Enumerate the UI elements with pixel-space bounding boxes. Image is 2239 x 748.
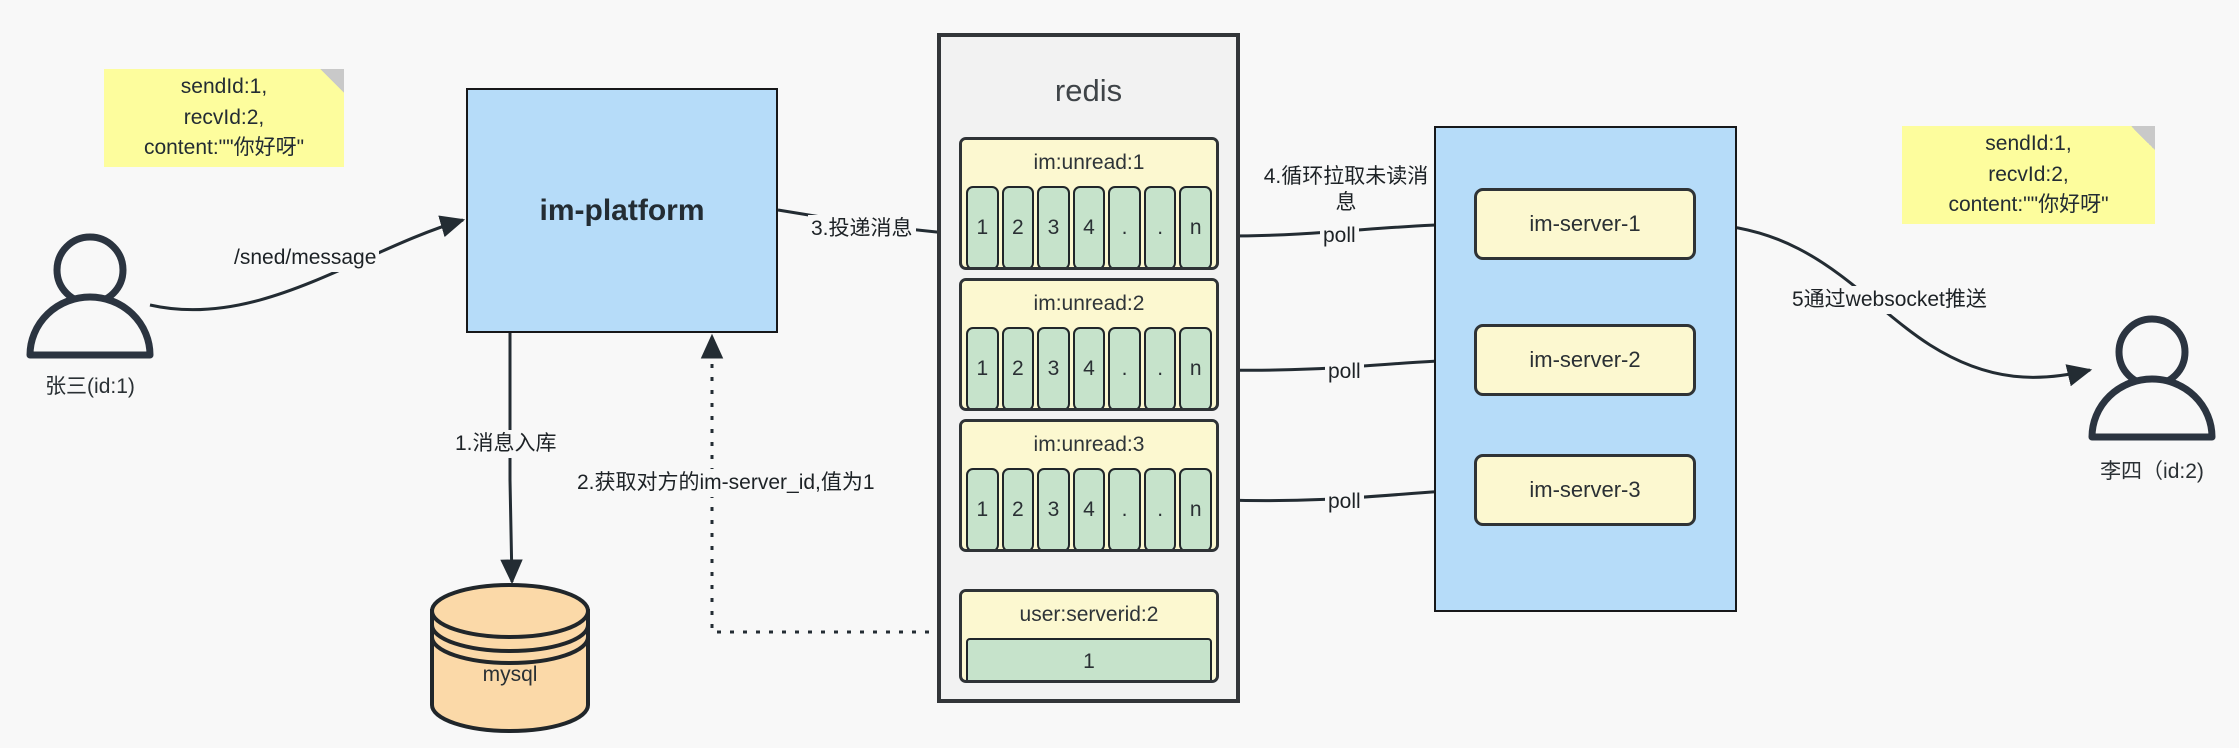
- redis-cell[interactable]: .: [1108, 327, 1141, 408]
- redis-cell[interactable]: 1: [966, 186, 999, 267]
- redis-cell[interactable]: 2: [1001, 186, 1035, 267]
- redis-cell[interactable]: n: [1179, 468, 1213, 549]
- mysql-cylinder-icon[interactable]: [430, 583, 590, 733]
- note-left-line1: sendId:1,: [180, 75, 268, 99]
- redis-cell[interactable]: n: [1179, 186, 1213, 267]
- im-server-1-label: im-server-1: [1529, 211, 1641, 236]
- edge-label-step4: 4.循环拉取未读消息: [1258, 163, 1434, 218]
- redis-cell[interactable]: 3: [1037, 186, 1070, 267]
- note-fold-icon: [2131, 126, 2155, 150]
- redis-key-group-0[interactable]: im:unread:1 1 2 3 4 . . n: [959, 137, 1219, 270]
- sender-label: 张三(id:1): [45, 375, 135, 398]
- redis-cell[interactable]: 4: [1072, 468, 1106, 549]
- edge-sender-to-platform: [149, 215, 466, 312]
- note-right-line2: recvId:2,: [1988, 162, 2069, 186]
- edge-label-step5: 5通过websocket推送: [1789, 286, 1990, 315]
- edge-label-poll-2: poll: [1325, 358, 1364, 387]
- redis-cell[interactable]: .: [1108, 186, 1141, 267]
- note-right: sendId:1, recvId:2, content:""你好呀": [1902, 126, 2155, 224]
- im-server-3-label: im-server-3: [1529, 477, 1641, 502]
- redis-key-name: im:unread:2: [962, 281, 1216, 327]
- edge-label-step3: 3.投递消息: [808, 215, 916, 244]
- redis-cell[interactable]: .: [1143, 186, 1177, 267]
- redis-key-group-serverid[interactable]: user:serverid:2 1: [959, 589, 1219, 683]
- redis-cell[interactable]: 2: [1001, 468, 1035, 549]
- im-server-2-box[interactable]: im-server-2: [1474, 324, 1696, 396]
- edge-label-send-message: /sned/message: [231, 244, 380, 273]
- redis-cell[interactable]: .: [1143, 327, 1177, 408]
- receiver-person-icon: [2088, 315, 2216, 441]
- note-right-line3: content:""你好呀": [1948, 193, 2109, 217]
- edge-server1-to-receiver: [1689, 222, 2093, 387]
- redis-cell[interactable]: n: [1179, 327, 1213, 408]
- note-right-line1: sendId:1,: [1985, 132, 2072, 156]
- im-server-1-box[interactable]: im-server-1: [1474, 188, 1696, 260]
- redis-cells: 1 2 3 4 . . n: [962, 186, 1216, 267]
- edge-label-step2: 2.获取对方的im-server_id,值为1: [574, 469, 878, 498]
- redis-cell[interactable]: 3: [1037, 327, 1070, 408]
- edge-serverid-to-platform: [700, 333, 955, 634]
- note-left-line3: content:""你好呀": [143, 136, 305, 160]
- redis-cell[interactable]: 4: [1072, 186, 1106, 267]
- redis-cell[interactable]: 1: [966, 327, 999, 408]
- redis-cells: 1 2 3 4 . . n: [962, 468, 1216, 549]
- redis-cell[interactable]: 1: [966, 468, 999, 549]
- im-platform-box[interactable]: im-platform: [466, 88, 778, 333]
- redis-title: redis: [1054, 73, 1123, 108]
- redis-cell[interactable]: 3: [1037, 468, 1070, 549]
- edge-platform-to-mysql: [500, 333, 523, 585]
- im-platform-label: im-platform: [539, 193, 705, 227]
- sender-person-icon: [26, 233, 154, 359]
- note-fold-icon: [320, 69, 344, 93]
- im-server-3-box[interactable]: im-server-3: [1474, 454, 1696, 526]
- redis-cells: 1 2 3 4 . . n: [962, 327, 1216, 408]
- note-left-line2: recvId:2,: [183, 105, 265, 129]
- redis-serverid-cells: 1: [962, 638, 1216, 680]
- im-server-2-label: im-server-2: [1529, 347, 1641, 372]
- redis-key-name: im:unread:3: [962, 422, 1216, 468]
- receiver-label: 李四（id:2): [2100, 460, 2204, 483]
- note-left: sendId:1, recvId:2, content:""你好呀": [104, 69, 344, 167]
- edge-label-step1: 1.消息入库: [452, 430, 560, 459]
- redis-key-name: im:unread:1: [962, 140, 1216, 186]
- edge-label-poll-3: poll: [1325, 488, 1364, 517]
- redis-key-group-1[interactable]: im:unread:2 1 2 3 4 . . n: [959, 278, 1219, 411]
- mysql-label: mysql: [482, 663, 538, 686]
- redis-key-group-2[interactable]: im:unread:3 1 2 3 4 . . n: [959, 419, 1219, 552]
- redis-cell[interactable]: 4: [1072, 327, 1106, 408]
- edge-label-poll-1: poll: [1320, 222, 1359, 251]
- redis-serverid-name: user:serverid:2: [962, 592, 1216, 638]
- redis-serverid-value[interactable]: 1: [966, 638, 1212, 680]
- redis-cell[interactable]: 2: [1001, 327, 1035, 408]
- redis-cell[interactable]: .: [1143, 468, 1177, 549]
- redis-cell[interactable]: .: [1108, 468, 1141, 549]
